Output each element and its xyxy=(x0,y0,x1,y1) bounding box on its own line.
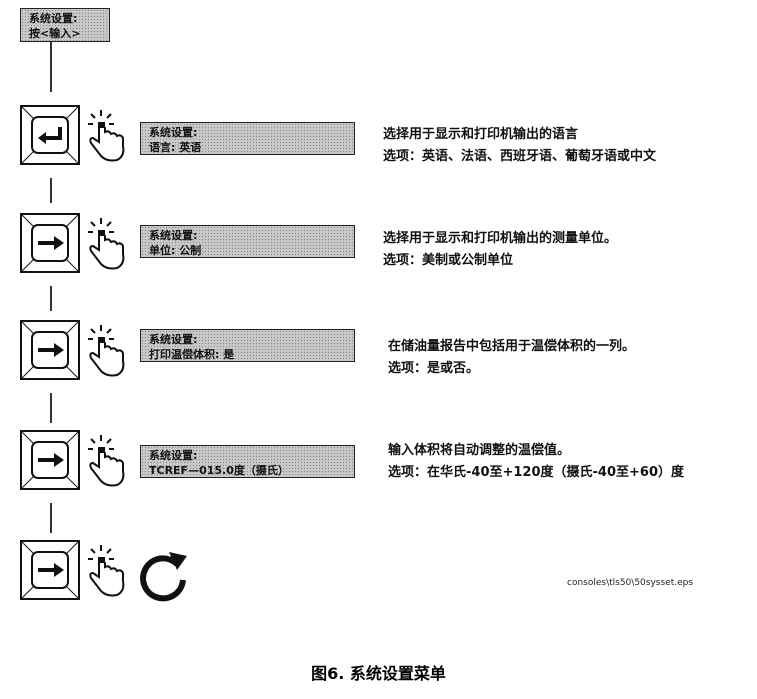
enter-key-icon xyxy=(20,105,80,165)
desc-line: 选项：在华氏-40至+120度（摄氏-40至+60）度 xyxy=(388,465,684,480)
tcref-description: 输入体积将自动调整的温偿值。 选项：在华氏-40至+120度（摄氏-40至+60… xyxy=(388,440,684,484)
desc-line: 选项：美制或公制单位 xyxy=(383,253,514,268)
right-arrow-key-icon xyxy=(20,213,80,273)
language-display: 系统设置: 语言: 英语 xyxy=(140,122,355,155)
connector-line xyxy=(50,42,52,92)
connector-line xyxy=(50,178,52,203)
desc-line: 选项：是或否。 xyxy=(388,361,480,376)
display-line: 打印温偿体积: 是 xyxy=(149,348,235,361)
display-line: 系统设置: xyxy=(149,333,198,346)
press-hand-icon xyxy=(87,434,125,487)
display-line: 系统设置: xyxy=(29,12,78,25)
display-line: 系统设置: xyxy=(149,126,198,139)
desc-line: 选项：英语、法语、西班牙语、葡萄牙语或中文 xyxy=(383,149,657,164)
language-description: 选择用于显示和打印机输出的语言 选项：英语、法语、西班牙语、葡萄牙语或中文 xyxy=(383,124,656,168)
press-hand-icon xyxy=(87,217,125,270)
right-arrow-key-icon xyxy=(20,540,80,600)
desc-line: 输入体积将自动调整的温偿值。 xyxy=(388,443,571,458)
tcref-display: 系统设置: TCREF—015.0度（摄氏） xyxy=(140,445,355,478)
desc-line: 选择用于显示和打印机输出的测量单位。 xyxy=(383,231,618,246)
display-line: 单位: 公制 xyxy=(149,244,202,257)
display-line: 系统设置: xyxy=(149,229,198,242)
connector-line xyxy=(50,286,52,311)
units-description: 选择用于显示和打印机输出的测量单位。 选项：美制或公制单位 xyxy=(383,228,617,272)
start-display: 系统设置: 按<输入> xyxy=(20,8,110,42)
units-display: 系统设置: 单位: 公制 xyxy=(140,225,355,258)
press-hand-icon xyxy=(87,109,125,162)
connector-line xyxy=(50,503,52,533)
display-line: TCREF—015.0度（摄氏） xyxy=(149,464,289,477)
display-line: 按<输入> xyxy=(29,27,81,40)
loop-back-arrow-icon xyxy=(140,552,187,602)
file-name: consoles\tls50\50sysset.eps xyxy=(567,578,694,588)
right-arrow-key-icon xyxy=(20,430,80,490)
right-arrow-key-icon xyxy=(20,320,80,380)
display-line: 系统设置: xyxy=(149,449,198,462)
print-tc-volume-display: 系统设置: 打印温偿体积: 是 xyxy=(140,329,355,362)
press-hand-icon xyxy=(87,324,125,377)
display-line: 语言: 英语 xyxy=(149,141,202,154)
desc-line: 选择用于显示和打印机输出的语言 xyxy=(383,127,579,142)
print-tc-volume-description: 在储油量报告中包括用于温偿体积的一列。 选项：是或否。 xyxy=(388,336,635,380)
press-hand-icon xyxy=(87,544,125,597)
desc-line: 在储油量报告中包括用于温偿体积的一列。 xyxy=(388,339,636,354)
connector-line xyxy=(50,393,52,423)
figure-caption: 图6. 系统设置菜单 xyxy=(311,664,446,683)
